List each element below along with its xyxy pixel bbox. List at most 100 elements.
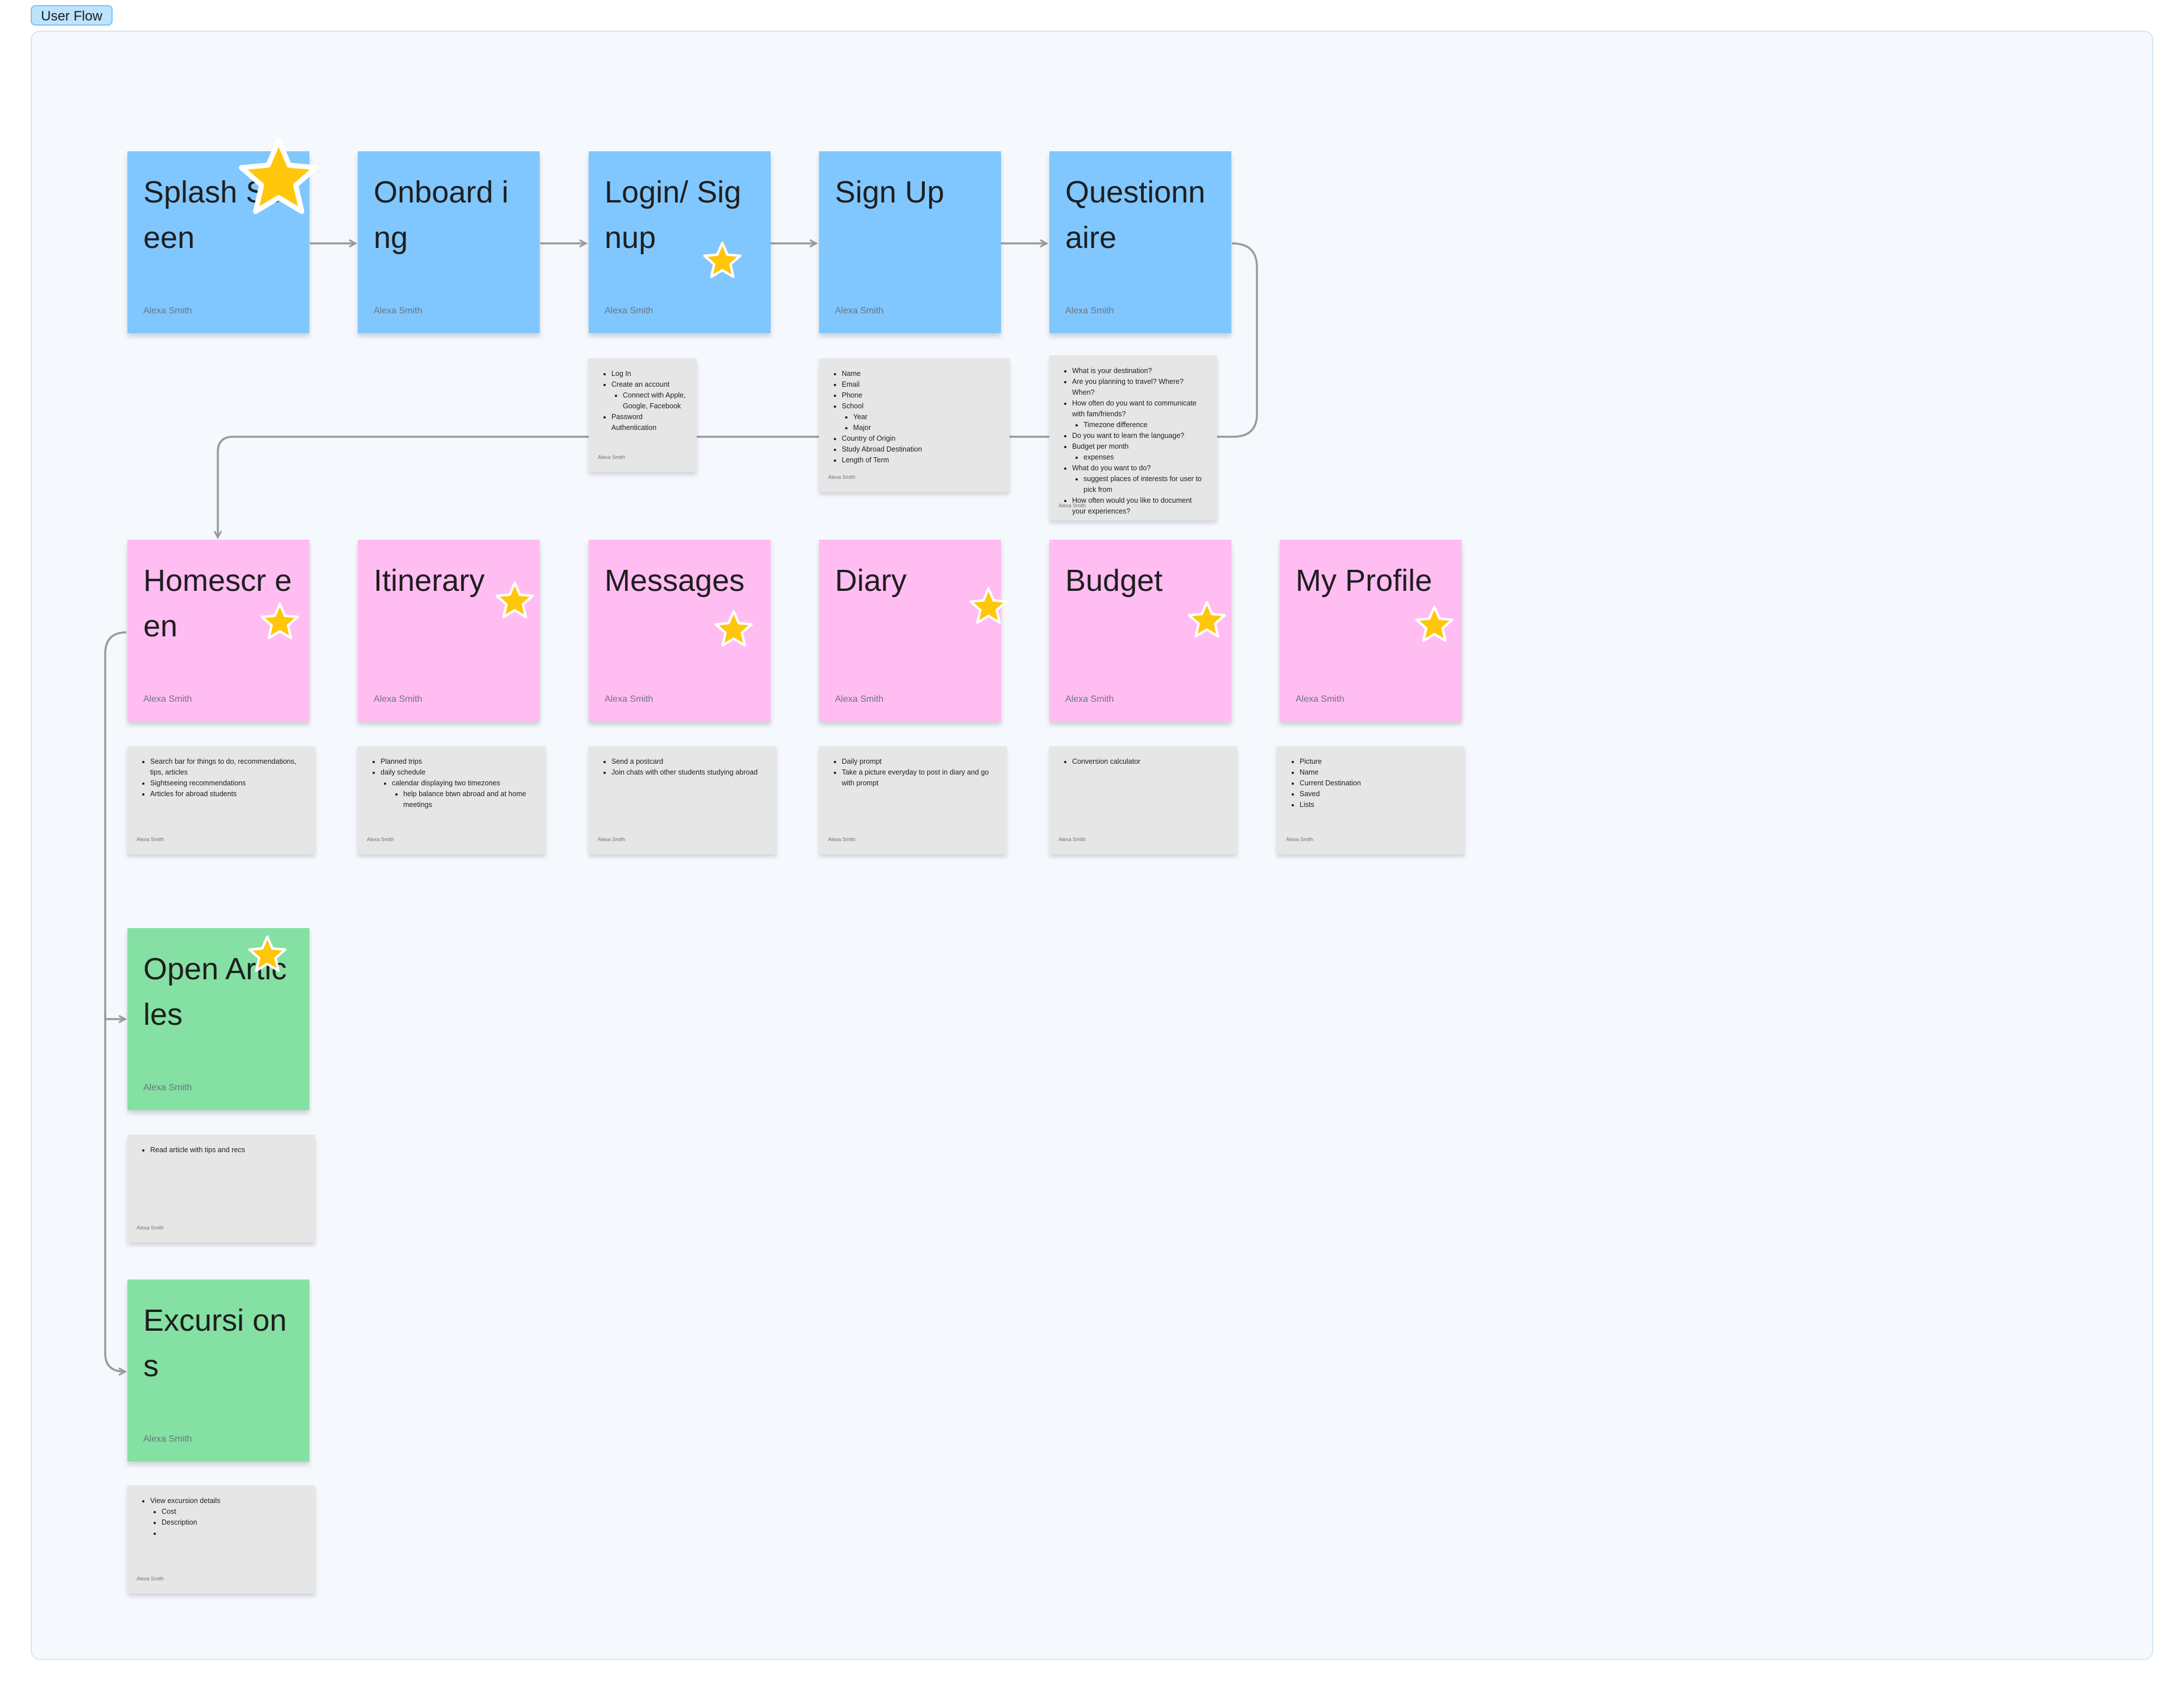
sticky-author: Alexa Smith	[605, 306, 653, 316]
note-item: Conversion calculator	[1072, 756, 1227, 767]
note-list: Conversion calculator	[1060, 756, 1227, 767]
star-sticker-icon[interactable]	[236, 137, 321, 225]
note-subitem-text: Timezone difference	[1083, 421, 1148, 429]
note-item-text: School	[842, 402, 864, 410]
note-diary[interactable]: Daily promptTake a picture everyday to p…	[819, 746, 1007, 854]
note-item: Take a picture everyday to post in diary…	[842, 767, 996, 789]
note-item-text: How often do you want to communicate wit…	[1072, 399, 1197, 418]
sticky-title: Excursi ons	[143, 1303, 287, 1383]
note-subitem-text: suggest places of interests for user to …	[1083, 475, 1202, 494]
note-subitem: calendar displaying two timezoneshelp ba…	[392, 778, 535, 810]
note-item-text: Daily prompt	[842, 757, 882, 765]
note-my-profile[interactable]: PictureNameCurrent DestinationSavedLists…	[1277, 746, 1465, 854]
note-item-text: Picture	[1300, 757, 1322, 765]
sticky-title: My Profile	[1296, 564, 1433, 598]
note-item-text: Saved	[1300, 790, 1320, 798]
sticky-author: Alexa Smith	[1065, 306, 1114, 316]
note-sublist: CostDescription	[150, 1506, 305, 1539]
note-login-signup[interactable]: Log InCreate an accountConnect with Appl…	[589, 358, 697, 472]
sticky-author: Alexa Smith	[605, 694, 653, 704]
sticky-title: Budget	[1065, 564, 1163, 598]
note-item: How often do you want to communicate wit…	[1072, 398, 1207, 430]
note-item: Create an accountConnect with Apple, Goo…	[611, 379, 686, 412]
star-sticker-icon[interactable]	[713, 610, 754, 653]
note-item: How often would you like to document you…	[1072, 495, 1207, 517]
note-author: Alexa Smith	[367, 837, 395, 842]
note-item: daily schedule calendar displaying two ti…	[380, 767, 535, 810]
note-subitem: Major	[853, 423, 999, 433]
sticky-author: Alexa Smith	[143, 1083, 192, 1092]
star-sticker-icon[interactable]	[1186, 601, 1227, 644]
star-sticker-icon[interactable]	[259, 602, 300, 646]
note-item-text: Sightseeing recommendations	[150, 779, 246, 787]
note-item-text: Password Authentication	[611, 413, 657, 432]
note-item-text: Length of Term	[842, 456, 890, 464]
note-item: Country of Origin	[842, 433, 999, 444]
note-item-text: Take a picture everyday to post in diary…	[842, 768, 989, 787]
note-item: View excursion detailsCostDescription	[150, 1496, 305, 1539]
note-item: Search bar for things to do, recommendat…	[150, 756, 305, 778]
note-item: Length of Term	[842, 455, 999, 466]
note-sign-up[interactable]: NameEmailPhoneSchoolYearMajorCountry of …	[819, 358, 1010, 492]
note-subitem: Cost	[162, 1506, 305, 1517]
note-item: Are you planning to travel? Where? When?	[1072, 376, 1207, 398]
note-item: Study Abroad Destination	[842, 444, 999, 455]
note-homescr-een[interactable]: Search bar for things to do, recommendat…	[127, 746, 315, 854]
star-sticker-icon[interactable]	[247, 935, 288, 979]
note-author: Alexa Smith	[136, 837, 164, 842]
note-item-text: Do you want to learn the language?	[1072, 432, 1185, 440]
sticky-author: Alexa Smith	[1296, 694, 1345, 704]
note-messages[interactable]: Send a postcardJoin chats with other stu…	[589, 746, 776, 854]
note-subitem-text: Cost	[162, 1508, 176, 1516]
star-sticker-icon[interactable]	[968, 587, 1009, 631]
note-item-text: Email	[842, 380, 860, 388]
note-item-text: Search bar for things to do, recommendat…	[150, 757, 297, 776]
note-item: Saved	[1300, 789, 1454, 800]
note-subsublist: help balance btwn abroad and at home mee…	[392, 789, 535, 810]
note-item-text: What is your destination?	[1072, 367, 1152, 375]
star-sticker-icon[interactable]	[702, 241, 743, 285]
note-subsubitem-text: help balance btwn abroad and at home mee…	[403, 790, 527, 809]
note-questionn-aire[interactable]: What is your destination? Are you plannin…	[1049, 355, 1217, 520]
section-label[interactable]: User Flow	[31, 5, 113, 26]
sticky-author: Alexa Smith	[835, 306, 884, 316]
note-author: Alexa Smith	[136, 1576, 164, 1582]
note-subitem-text: Major	[853, 424, 871, 432]
sticky-author: Alexa Smith	[143, 306, 192, 316]
note-item-text: Name	[1300, 768, 1319, 776]
note-item-text: Are you planning to travel? Where? When?	[1072, 378, 1184, 396]
note-item-text: Budget per month	[1072, 442, 1129, 450]
note-excursi-ons[interactable]: View excursion detailsCostDescriptionAle…	[127, 1485, 315, 1593]
note-sublist: YearMajor	[842, 412, 999, 433]
note-item-text: Phone	[842, 391, 863, 399]
sticky-author: Alexa Smith	[143, 1434, 192, 1444]
note-subitem	[162, 1528, 305, 1539]
note-sublist: calendar displaying two timezoneshelp ba…	[380, 778, 535, 810]
note-item-text: Study Abroad Destination	[842, 445, 923, 453]
star-sticker-icon[interactable]	[494, 581, 535, 625]
note-itinerary[interactable]: Planned tripsdaily schedulecalendar disp…	[358, 746, 545, 854]
note-item: Log In	[611, 369, 686, 379]
note-list: Search bar for things to do, recommendat…	[138, 756, 305, 800]
note-item-text: View excursion details	[150, 1497, 221, 1505]
note-item-text: Lists	[1300, 801, 1314, 809]
note-item: What is your destination?	[1072, 366, 1207, 376]
star-sticker-icon[interactable]	[1414, 605, 1455, 649]
note-item: Budget per month expenses	[1072, 441, 1207, 463]
note-item: Name	[842, 369, 999, 379]
note-subitem-text: expenses	[1083, 453, 1114, 461]
note-item-text: daily schedule	[380, 768, 426, 776]
note-item-text: What do you want to do?	[1072, 464, 1151, 472]
note-item: Lists	[1300, 800, 1454, 810]
sticky-author: Alexa Smith	[143, 694, 192, 704]
